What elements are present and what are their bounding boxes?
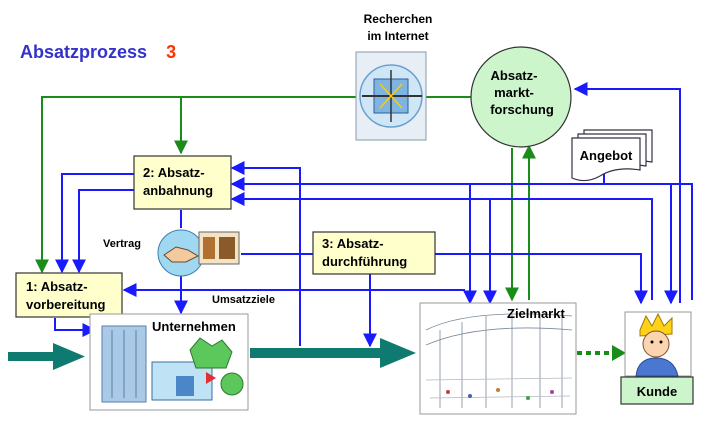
vorbereitung-node: 1: Absatz- vorbereitung — [15, 272, 123, 318]
title: Absatzprozess 3 — [20, 42, 176, 62]
recherchen-label-2: im Internet — [367, 29, 428, 43]
market-hall-icon — [425, 313, 573, 408]
anbahnung-node: 2: Absatz- anbahnung — [133, 155, 232, 210]
forschung-label-1: Absatz- — [491, 68, 538, 83]
unternehmen-node: Unternehmen — [89, 313, 249, 411]
durchfuehrung-label-2: durchführung — [322, 254, 407, 269]
dotted-arrow — [577, 345, 626, 361]
teal-arrows — [8, 338, 416, 370]
title-label: Absatzprozess — [20, 42, 147, 62]
anbahnung-label-2: anbahnung — [143, 183, 213, 198]
recherchen-label-1: Recherchen — [364, 12, 433, 26]
handshake-icon — [157, 229, 240, 277]
angebot-label: Angebot — [580, 148, 633, 163]
factory-building-icon — [101, 325, 244, 403]
durchfuehrung-label-1: 3: Absatz- — [322, 236, 384, 251]
zielmarkt-node: Zielmarkt — [419, 302, 577, 415]
customer-person-icon — [635, 312, 679, 377]
kunde-node: Kunde — [620, 311, 694, 405]
vertrag-label: Vertrag — [103, 238, 141, 250]
vorbereitung-label-2: vorbereitung — [26, 297, 106, 312]
durchfuehrung-node: 3: Absatz- durchführung — [312, 231, 436, 275]
green-arrows — [35, 96, 536, 302]
forschung-label-2: markt- — [494, 85, 534, 100]
anbahnung-label-1: 2: Absatz- — [143, 165, 205, 180]
forschung-label-3: forschung — [490, 102, 554, 117]
globe-network-icon — [355, 51, 427, 141]
kunde-label: Kunde — [637, 384, 677, 399]
vorbereitung-label-1: 1: Absatz- — [26, 279, 88, 294]
umsatzziele-label: Umsatzziele — [212, 294, 275, 306]
zielmarkt-label: Zielmarkt — [507, 306, 565, 321]
document-stack-icon: Angebot — [571, 129, 653, 182]
forschung-node: Absatz- markt- forschung — [470, 46, 572, 148]
blue-arrows — [54, 82, 693, 348]
title-number: 3 — [166, 42, 176, 62]
unternehmen-label: Unternehmen — [152, 319, 236, 334]
